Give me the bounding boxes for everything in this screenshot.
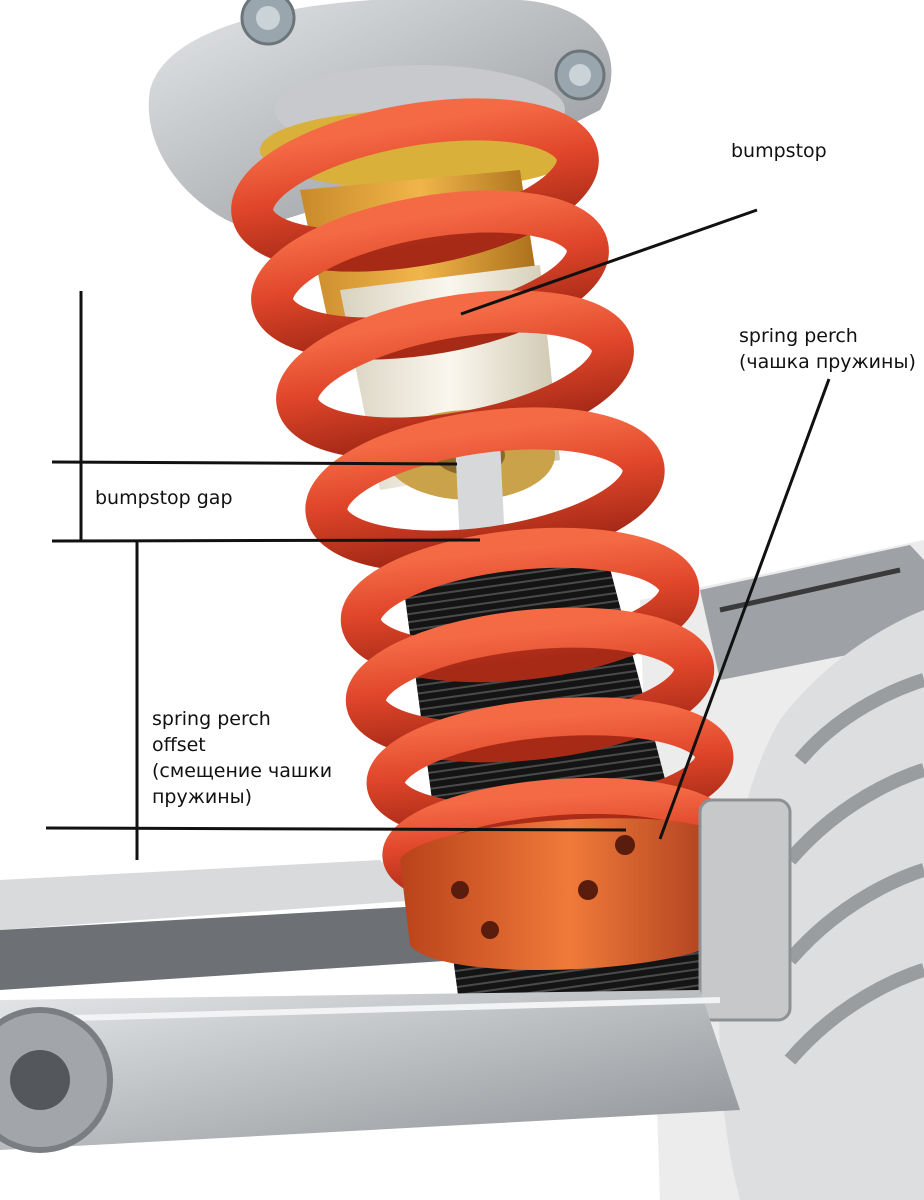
bumpstop-gap-bottom-line	[51, 538, 481, 543]
annotation-lines	[45, 208, 831, 860]
label-spring-perch-line2: (чашка пружины)	[739, 351, 916, 373]
brake-disc	[698, 610, 924, 1200]
spring-perch	[400, 818, 740, 971]
label-spring-perch-line1: spring perch	[739, 325, 858, 347]
label-offset-line3: (смещение чашки	[152, 760, 333, 782]
label-offset-line2: offset	[152, 734, 206, 756]
label-bumpstop-gap: bumpstop gap	[95, 487, 233, 509]
bumpstop-gap-top-line	[51, 460, 458, 466]
label-offset-line1: spring perch	[152, 708, 271, 730]
control-arm	[0, 990, 740, 1153]
perch-offset-bottom-line	[45, 826, 627, 832]
bumpstop-leader-line	[460, 208, 758, 316]
label-spring-perch-offset: spring perch offset (смещение чашки пруж…	[152, 706, 332, 810]
label-spring-perch: spring perch (чашка пружины)	[739, 323, 916, 375]
label-bumpstop: bumpstop	[731, 140, 827, 162]
spring-perch-leader-line	[658, 378, 831, 840]
label-offset-line4: пружины)	[152, 786, 253, 808]
